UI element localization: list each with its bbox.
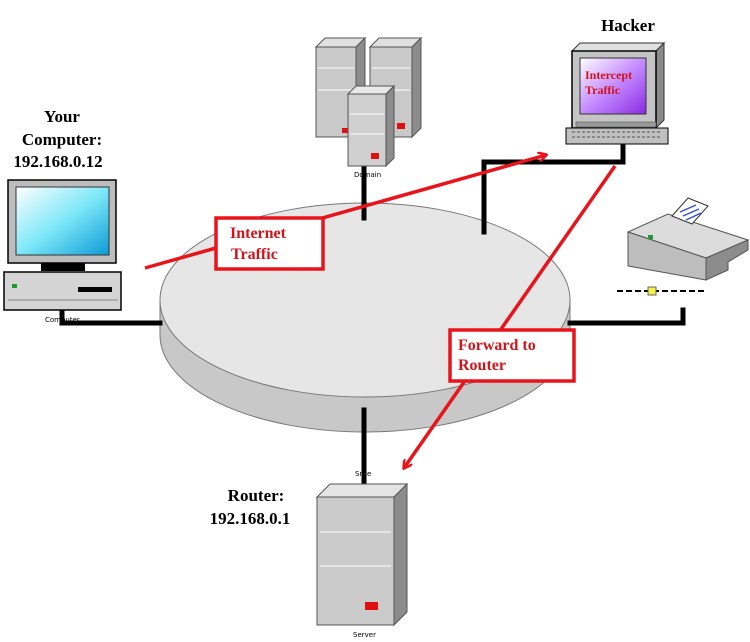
router-ip: 192.168.0.1 — [210, 509, 291, 528]
internet-traffic-label: Internet Traffic — [214, 216, 325, 271]
intercept-label-line1: Intercept — [585, 68, 632, 82]
domain-caption: Domain — [354, 171, 381, 179]
cable-printer — [567, 307, 686, 326]
traffic-arrows — [144, 155, 617, 468]
hacker-computer: Intercept Traffic — [565, 41, 669, 145]
forward-line2: Router — [458, 357, 506, 374]
your-computer-label-line1: Your — [44, 107, 80, 126]
internet-traffic-line1: Internet — [230, 225, 287, 242]
your-computer-ip: 192.168.0.12 — [13, 152, 102, 171]
printer — [617, 197, 750, 296]
router-label: Router: — [228, 486, 285, 505]
forward-arrow — [404, 164, 617, 468]
your-computer-label-line2: Computer: — [22, 130, 102, 149]
cable-computer — [59, 309, 163, 326]
forward-to-router-label: Forward to Router — [448, 328, 576, 383]
domain-servers: Domain — [314, 36, 423, 179]
router-server: Srite Server — [315, 470, 409, 639]
server-caption: Server — [353, 631, 376, 639]
internet-traffic-line2: Traffic — [231, 246, 278, 263]
network-cables — [59, 142, 686, 487]
internet-traffic-arrow — [144, 155, 546, 270]
your-computer: Computer — [3, 179, 122, 324]
intercept-label-line2: Traffic — [585, 83, 621, 97]
switch-caption: Srite — [355, 470, 371, 478]
cable-hacker — [481, 142, 626, 235]
hacker-label: Hacker — [601, 16, 655, 35]
forward-line1: Forward to — [458, 337, 536, 354]
computer-caption: Computer — [45, 316, 80, 324]
